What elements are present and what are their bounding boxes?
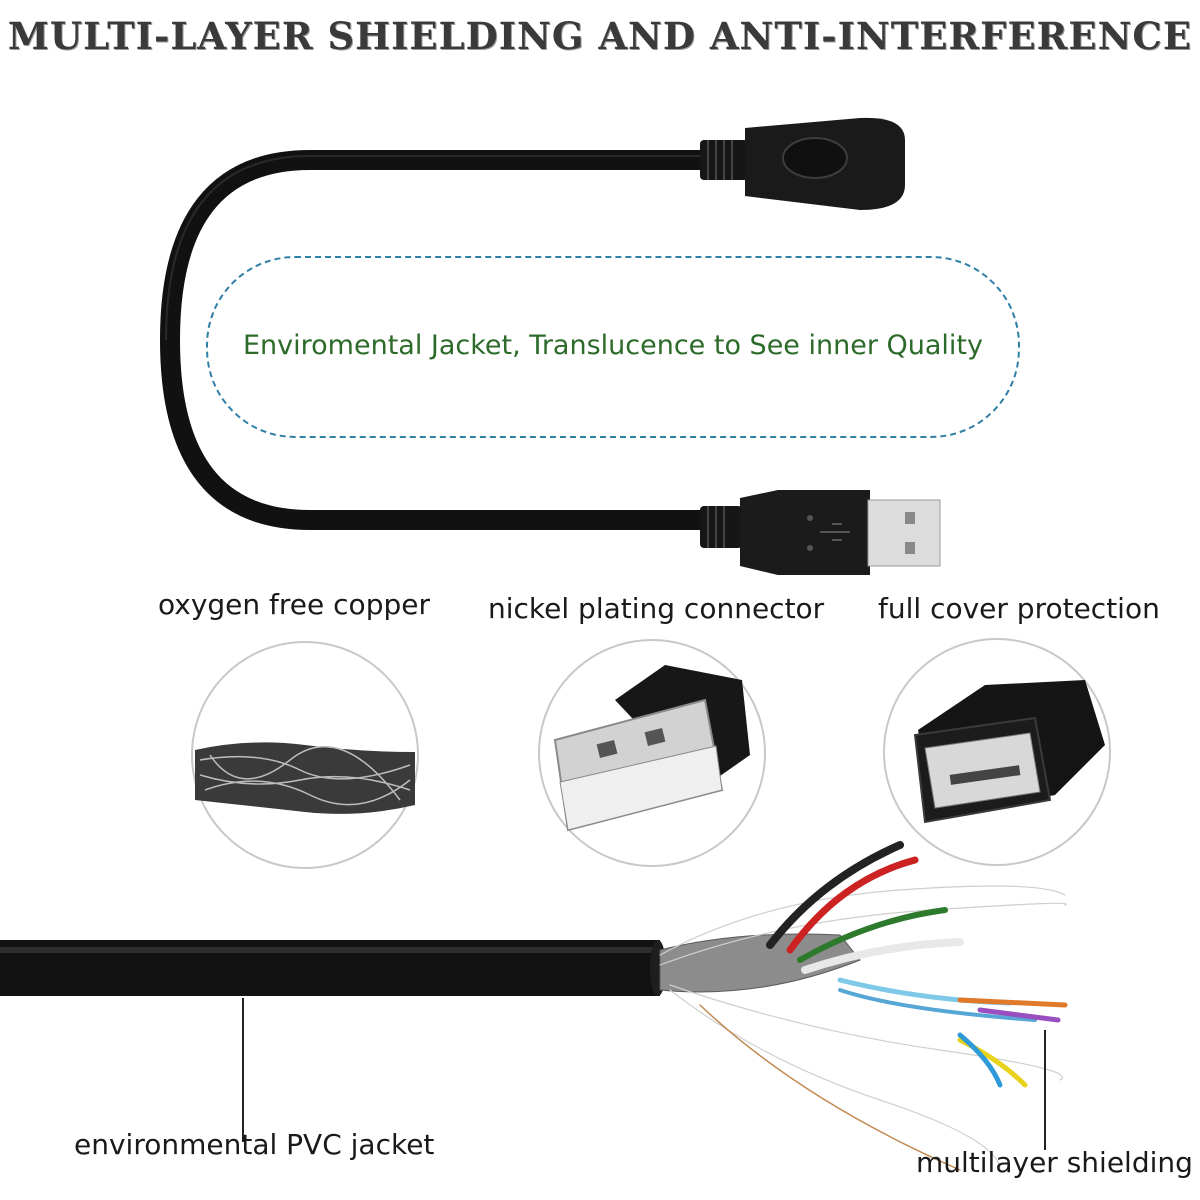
jacket-annotation: environmental PVC jacket [74,1128,435,1161]
feature-label-connector: nickel plating connector [488,592,825,625]
feature-label-copper: oxygen free copper [158,588,430,621]
pvc-jacket-cable [0,940,666,996]
shielding-annotation: multilayer shielding [916,1146,1193,1179]
usb-a-male-icon [538,639,766,867]
cable-loop [159,150,715,530]
exposed-wires [659,841,1068,1171]
feature-label-protection: full cover protection [878,592,1160,625]
female-connector [700,117,905,210]
copper-wire-icon [191,641,419,869]
male-connector [700,490,941,575]
callout-outline [206,256,1020,438]
usb-a-female-icon [883,638,1111,866]
callout-text: Enviromental Jacket, Translucence to See… [242,330,983,361]
headline: MULTI-LAYER SHIELDING AND ANTI-INTERFERE… [7,14,1193,58]
